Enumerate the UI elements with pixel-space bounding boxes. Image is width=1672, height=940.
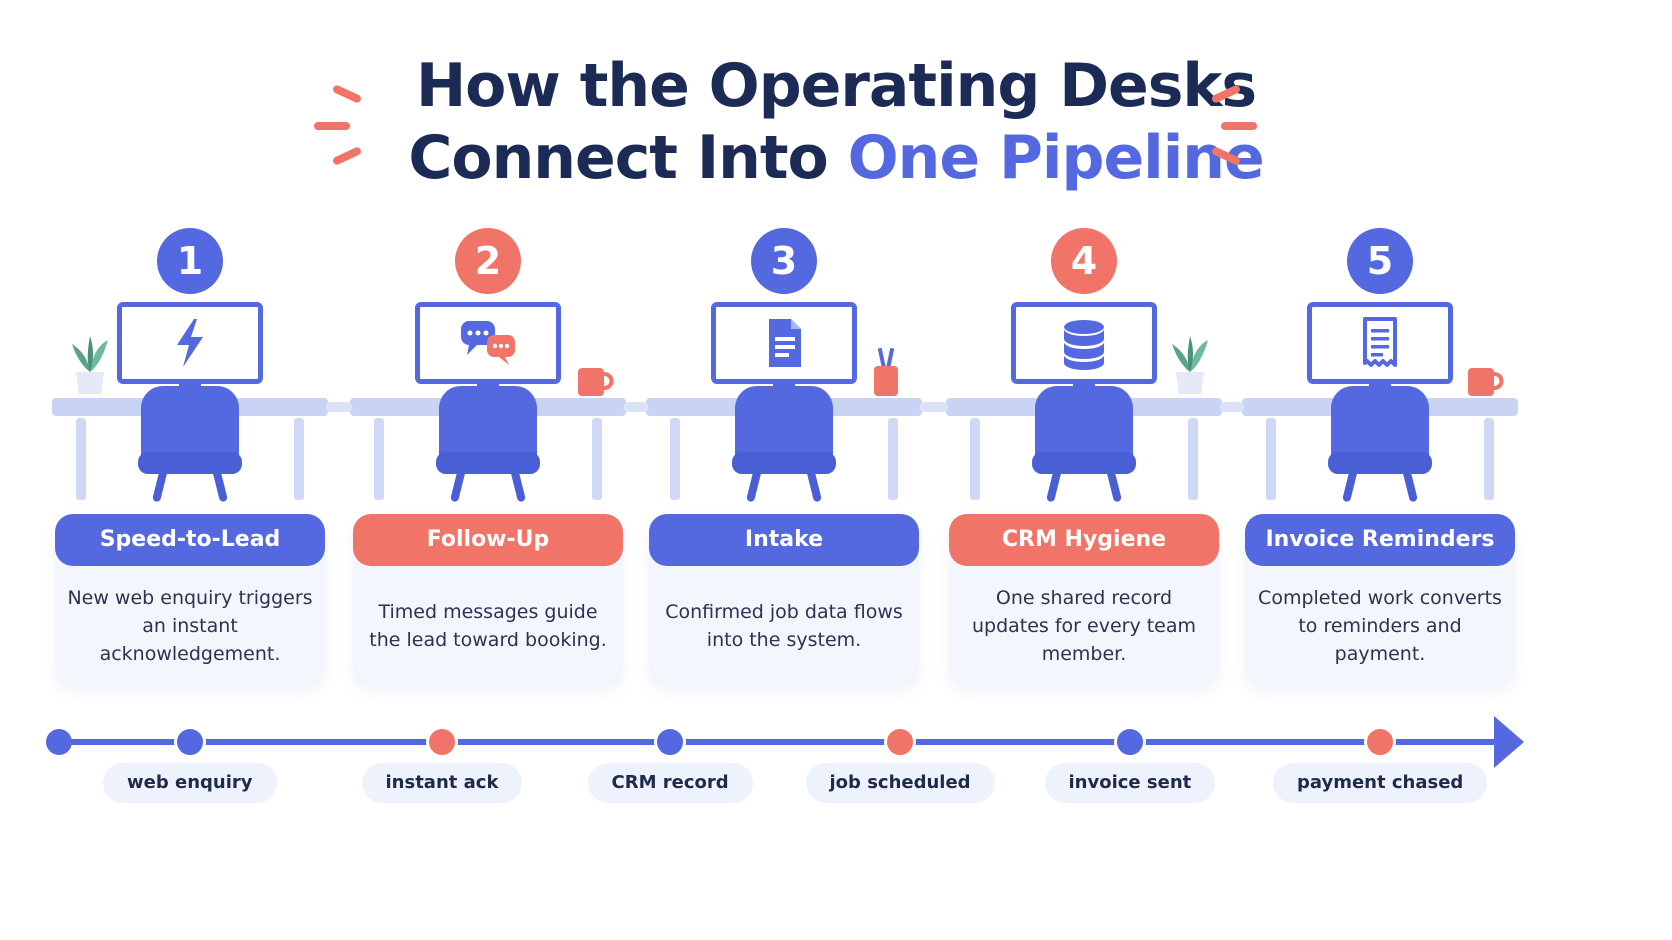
potted-plant-icon: [72, 336, 108, 394]
burst-stroke: [331, 84, 363, 104]
desk-card-description: One shared record updates for every team…: [971, 587, 1197, 665]
pipeline-stage-label: web enquiry: [103, 763, 277, 803]
document-icon: [769, 319, 801, 367]
desk-leg: [1484, 418, 1494, 500]
desk-card-title: Intake: [649, 514, 919, 566]
burst-stroke: [1210, 146, 1242, 166]
pipeline-stage-dot: [426, 726, 458, 758]
pipeline-stage-dot: [884, 726, 916, 758]
desk-leg: [592, 418, 602, 500]
potted-plant-icon: [1172, 336, 1208, 394]
title-line-2: Connect Into One Pipeline: [0, 122, 1672, 194]
title-line-2-prefix: Connect Into: [408, 123, 848, 193]
chat-bubbles-icon: [461, 321, 515, 365]
desk-connector: [624, 402, 648, 412]
chair-back: [141, 386, 239, 464]
title-line-1: How the Operating Desks: [415, 51, 1257, 121]
chair-back: [1035, 386, 1133, 464]
title-accent: One Pipeline: [847, 123, 1265, 193]
page-title: How the Operating Desks Connect Into One…: [0, 50, 1672, 194]
chair-back: [439, 386, 537, 464]
chair-seat: [1328, 452, 1432, 474]
pipeline-stage-dot: [1114, 726, 1146, 758]
desk-card-description: Timed messages guide the lead toward boo…: [369, 601, 607, 651]
burst-stroke: [314, 122, 350, 130]
step-number-badge: 2: [455, 228, 521, 294]
desk-leg: [970, 418, 980, 500]
pipeline-stage-label: CRM record: [587, 763, 753, 803]
pipeline-stage-label: invoice sent: [1044, 763, 1216, 803]
monitor: [1011, 302, 1157, 384]
desk-connector: [920, 402, 948, 412]
desk-card-title: Invoice Reminders: [1245, 514, 1515, 566]
desk-connector: [1220, 402, 1244, 412]
pipeline-start-dot: [46, 729, 72, 755]
monitor: [117, 302, 263, 384]
database-icon: [1064, 320, 1104, 370]
chair-seat: [1032, 452, 1136, 474]
chair-seat: [436, 452, 540, 474]
desk-leg: [76, 418, 86, 500]
chair-back: [1331, 386, 1429, 464]
monitor: [711, 302, 857, 384]
step-number-badge: 4: [1051, 228, 1117, 294]
pipeline-stage-dot: [1364, 726, 1396, 758]
pipeline-stage-label: instant ack: [361, 763, 523, 803]
desk-card-description: New web enquiry triggers an instant ackn…: [67, 587, 313, 665]
desk-leg: [888, 418, 898, 500]
monitor: [1307, 302, 1453, 384]
burst-stroke: [1221, 122, 1257, 130]
burst-stroke: [1210, 84, 1242, 104]
pipeline-stage-dot: [174, 726, 206, 758]
monitor: [415, 302, 561, 384]
chair-back: [735, 386, 833, 464]
receipt-icon: [1363, 317, 1397, 367]
desk-connector: [326, 402, 352, 412]
pipeline-stage-label: payment chased: [1273, 763, 1488, 803]
step-number-badge: 5: [1347, 228, 1413, 294]
right-burst-decoration: [1205, 82, 1265, 172]
step-number-badge: 3: [751, 228, 817, 294]
chair-seat: [732, 452, 836, 474]
step-number-badge: 1: [157, 228, 223, 294]
desk-leg: [294, 418, 304, 500]
desk-leg: [374, 418, 384, 500]
lightning-icon: [177, 319, 203, 367]
desk-card-description: Completed work converts to reminders and…: [1258, 587, 1502, 665]
desk-card-title: Follow-Up: [353, 514, 623, 566]
pipeline-stage-label: job scheduled: [805, 763, 995, 803]
pipeline-line: [60, 739, 1500, 745]
desk-leg: [1188, 418, 1198, 500]
desk-card-title: CRM Hygiene: [949, 514, 1219, 566]
pipeline-stage-dot: [654, 726, 686, 758]
pen-cup-icon: [874, 347, 898, 396]
desk-leg: [1266, 418, 1276, 500]
desk-leg: [670, 418, 680, 500]
desk-card-description: Confirmed job data flows into the system…: [665, 601, 903, 651]
desk-card-title: Speed-to-Lead: [55, 514, 325, 566]
burst-stroke: [331, 146, 363, 166]
pipeline-arrowhead-icon: [1494, 716, 1524, 768]
left-burst-decoration: [312, 82, 372, 172]
coffee-mug-icon: [578, 368, 614, 396]
coffee-mug-icon: [1468, 368, 1504, 396]
chair-seat: [138, 452, 242, 474]
